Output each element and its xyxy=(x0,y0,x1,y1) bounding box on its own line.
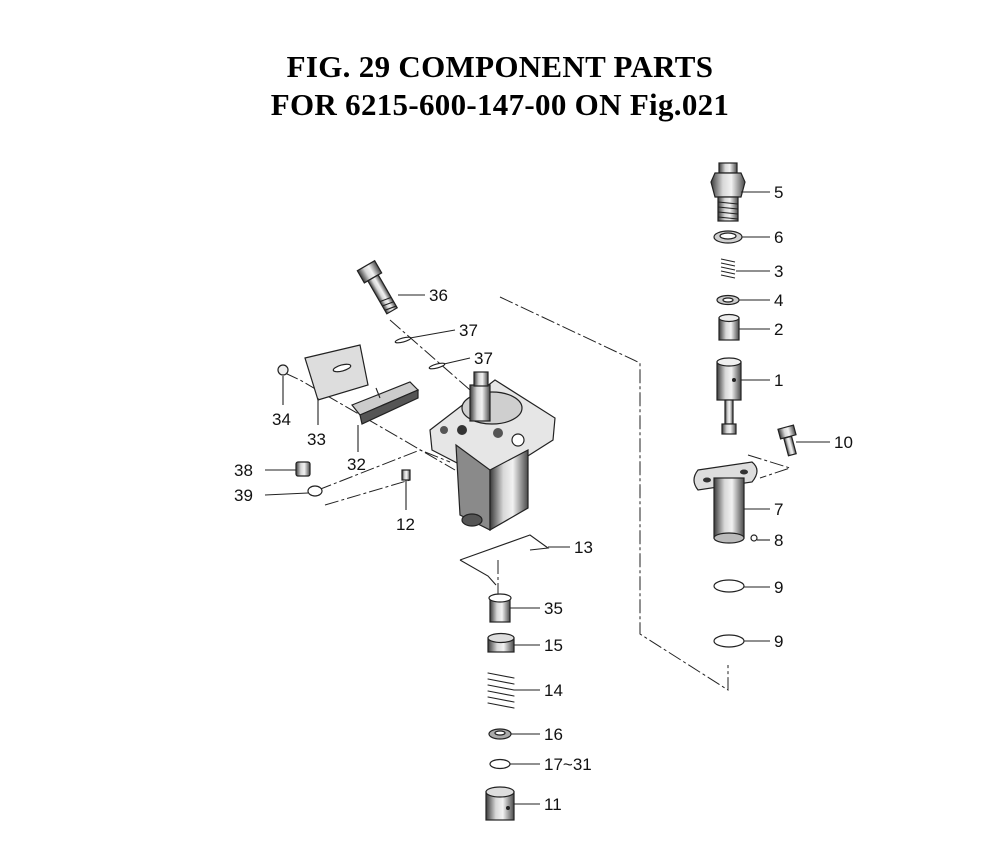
part-9-o-ring-lower xyxy=(713,634,745,648)
assembly-line-banjo xyxy=(389,319,471,391)
callout-17-31: 17~31 xyxy=(544,755,592,774)
pump-body xyxy=(429,371,556,532)
leaders-center xyxy=(264,294,570,805)
assembly-line-bracket xyxy=(747,454,792,479)
part-5-delivery-valve-holder xyxy=(710,162,746,222)
leaders-right xyxy=(736,191,830,642)
part-35-sleeve xyxy=(488,593,512,623)
part-3-spring xyxy=(720,258,736,279)
callout-1: 1 xyxy=(774,371,783,390)
assembly-line-left xyxy=(284,372,456,471)
callout-2: 2 xyxy=(774,320,783,339)
figure-title: FIG. 29 COMPONENT PARTS FOR 6215-600-147… xyxy=(0,48,1000,124)
callout-8: 8 xyxy=(774,531,783,550)
callout-32: 32 xyxy=(347,455,366,474)
part-33-plate xyxy=(304,344,369,401)
part-8-pin xyxy=(750,534,758,542)
part-17-31-shim xyxy=(489,758,511,770)
part-4-washer xyxy=(716,294,740,306)
callout-11: 11 xyxy=(544,795,562,814)
callout-9-upper: 9 xyxy=(774,578,783,597)
part-10-bolt xyxy=(777,424,797,457)
part-34-screw xyxy=(277,364,289,376)
callout-5: 5 xyxy=(774,183,783,202)
part-13-wire-spring xyxy=(459,534,550,586)
callout-labels: 5 6 3 4 2 1 10 7 8 9 9 36 37 37 34 33 32… xyxy=(234,183,853,814)
title-line-2: FOR 6215-600-147-00 ON Fig.021 xyxy=(270,87,730,122)
callout-6: 6 xyxy=(774,228,783,247)
part-7-control-sleeve xyxy=(693,461,758,544)
callout-37-upper: 37 xyxy=(459,321,478,340)
callout-9-lower: 9 xyxy=(774,632,783,651)
callout-10: 10 xyxy=(834,433,853,452)
part-6-gasket xyxy=(713,230,743,244)
part-9-o-ring-upper xyxy=(713,579,745,593)
part-14-plunger-spring xyxy=(487,672,515,709)
part-36-banjo-bolt xyxy=(356,259,399,315)
callout-39: 39 xyxy=(234,486,253,505)
callout-7: 7 xyxy=(774,500,783,519)
callout-33: 33 xyxy=(307,430,326,449)
callout-13: 13 xyxy=(574,538,593,557)
callout-35: 35 xyxy=(544,599,563,618)
part-15-spring-seat xyxy=(487,632,515,653)
callout-38: 38 xyxy=(234,461,253,480)
callout-15: 15 xyxy=(544,636,563,655)
callout-3: 3 xyxy=(774,262,783,281)
callout-4: 4 xyxy=(774,291,783,310)
callout-36: 36 xyxy=(429,286,448,305)
part-2-valve xyxy=(718,313,740,341)
part-1-plunger-barrel xyxy=(716,357,742,435)
callout-12: 12 xyxy=(396,515,415,534)
callout-16: 16 xyxy=(544,725,563,744)
part-11-tappet xyxy=(485,786,515,821)
assembly-line-right xyxy=(499,296,729,691)
part-39-gasket xyxy=(307,485,323,497)
title-line-1: FIG. 29 COMPONENT PARTS xyxy=(286,49,714,84)
part-37-washer-lower xyxy=(428,362,446,370)
part-38-plug xyxy=(295,461,311,477)
part-37-washer-upper xyxy=(394,336,412,344)
part-16-lower-seat xyxy=(488,728,512,740)
callout-14: 14 xyxy=(544,681,563,700)
part-12-screw xyxy=(401,469,411,481)
assembly-line-screw xyxy=(324,479,411,506)
callout-37-lower: 37 xyxy=(474,349,493,368)
part-32-rack xyxy=(351,381,420,425)
assembly-line-plug xyxy=(317,449,451,491)
callout-34: 34 xyxy=(272,410,291,429)
